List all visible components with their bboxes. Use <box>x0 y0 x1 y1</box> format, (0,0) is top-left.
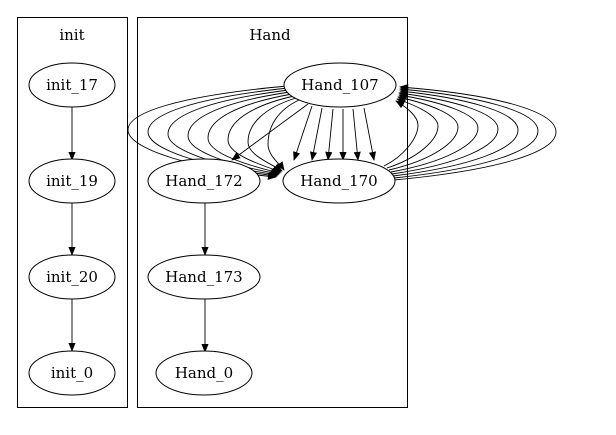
cluster-hand-label: Hand <box>249 26 291 44</box>
cluster-init: init <box>17 17 128 408</box>
edge-hand107-hand170-5 <box>352 108 361 161</box>
edges <box>68 84 557 353</box>
node-Hand_0-ellipse <box>155 350 253 396</box>
cluster-init-label: init <box>59 26 84 44</box>
node-Hand_170-ellipse <box>282 158 396 204</box>
node-Hand_172-ellipse <box>147 158 261 204</box>
node-Hand_0[interactable]: Hand_0 <box>155 350 253 396</box>
node-Hand_107-ellipse <box>283 62 397 108</box>
edge-hand107-hand170-1 <box>293 105 313 161</box>
edge-hand170-loop-right-7 <box>386 98 439 169</box>
node-init_20-label: init_20 <box>46 268 98 286</box>
edge-hand170-loop-right-8 <box>383 100 419 167</box>
node-init_17[interactable]: init_17 <box>28 62 116 108</box>
edge-hand107-hand170-3 <box>325 108 334 161</box>
edge-hand107-loop-left-7 <box>247 97 297 172</box>
edge-hand170-loop-right-6 <box>388 95 459 171</box>
node-init_0-ellipse <box>28 350 116 396</box>
node-init_19-label: init_19 <box>46 172 98 190</box>
node-init_0[interactable]: init_0 <box>28 350 116 396</box>
node-Hand_172-label: Hand_172 <box>165 172 242 190</box>
edge-hand170-loop-right-2 <box>393 86 539 179</box>
node-init_19[interactable]: init_19 <box>28 158 116 204</box>
node-Hand_173-ellipse <box>147 254 261 300</box>
node-init_19-ellipse <box>28 158 116 204</box>
node-Hand_173-label: Hand_173 <box>165 268 242 286</box>
edge-hand107-hand170-6 <box>363 107 377 161</box>
node-Hand_170[interactable]: Hand_170 <box>282 158 396 204</box>
node-Hand_107[interactable]: Hand_107 <box>283 62 397 108</box>
edge-hand170-loop-right-1 <box>393 84 557 181</box>
cluster-hand: Hand <box>137 17 408 408</box>
node-Hand_107-label: Hand_107 <box>301 76 378 94</box>
node-init_20-ellipse <box>28 254 116 300</box>
node-init_20[interactable]: init_20 <box>28 254 116 300</box>
cluster-init-box <box>17 17 128 408</box>
edge-hand107-loop-left-8 <box>267 99 300 171</box>
node-Hand_170-label: Hand_170 <box>300 172 377 190</box>
node-init_17-label: init_17 <box>46 76 98 94</box>
node-init_0-label: init_0 <box>51 364 93 382</box>
edge-hand107-loop-left-5 <box>207 93 293 175</box>
edge-hand107-loop-left-6 <box>227 95 295 173</box>
edge-hand170-loop-right-3 <box>392 88 519 177</box>
nodes: init_17 init_19 init_20 init_0 Hand_107 … <box>28 62 397 396</box>
node-Hand_0-label: Hand_0 <box>175 364 233 382</box>
edge-hand170-loop-right-5 <box>390 92 479 173</box>
node-Hand_172[interactable]: Hand_172 <box>147 158 261 204</box>
edge-hand107-hand170-2 <box>309 107 323 161</box>
node-Hand_173[interactable]: Hand_173 <box>147 254 261 300</box>
edge-hand170-loop-right-4 <box>391 90 499 175</box>
node-init_17-ellipse <box>28 62 116 108</box>
cluster-hand-box <box>137 17 408 408</box>
